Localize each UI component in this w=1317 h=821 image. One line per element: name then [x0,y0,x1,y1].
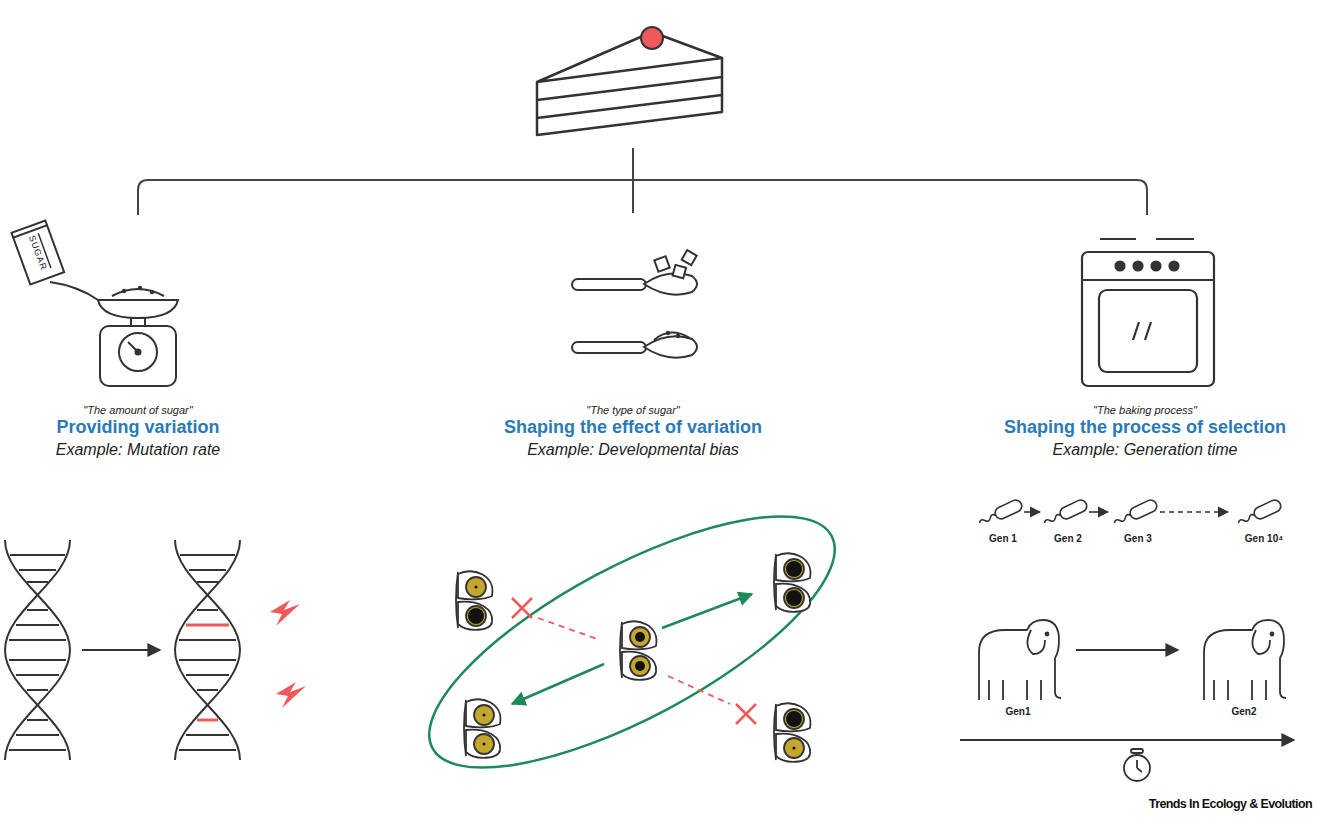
bracket [138,148,1147,215]
example-text: Example: Mutation rate [56,440,221,459]
section-heading: Shaping the effect of variation [504,417,762,438]
generation-arrow [1076,649,1178,651]
bias-ellipse [397,469,867,815]
generation-label: Gen 2 [1054,533,1082,545]
generation-label: Gen2 [1231,706,1256,718]
oven [1082,239,1214,386]
butterfly [620,621,656,680]
butterfly [774,553,810,612]
butterfly [774,703,810,762]
generation-label: Gen1 [1005,706,1030,718]
stopwatch [1124,749,1150,781]
example-text: Example: Developmental bias [527,440,739,459]
analogy-quote: "The type of sugar" [586,404,679,417]
time-axis [960,739,1294,741]
kitchen-scale [50,282,178,386]
section-heading: Shaping the process of selection [1004,417,1286,438]
blocked-marks [512,598,756,724]
butterfly [464,699,500,758]
mutation-bolts [270,600,306,708]
mutation-arrow [82,649,160,651]
spoons [572,250,697,357]
analogy-quote: "The amount of sugar" [83,404,192,417]
generation-arrows [1024,511,1228,513]
example-text: Example: Generation time [1053,440,1238,459]
generation-label: Gen 10⁴ [1245,533,1283,545]
elephant [979,620,1061,700]
bias-arrow [512,664,604,704]
blocked-path [538,618,730,704]
cake-slice [537,27,722,135]
sugar-bag: SUGAR [9,219,66,287]
section-heading: Providing variation [56,417,219,438]
bacteria [977,498,1283,528]
journal-watermark: Trends In Ecology & Evolution [1149,797,1312,812]
mutated-dna-helix [175,540,240,760]
analogy-quote: "The baking process" [1093,404,1197,417]
generation-label: Gen 3 [1124,533,1152,545]
dna-helix [5,540,70,760]
generation-label: Gen 1 [989,533,1017,545]
bias-arrow [662,594,752,628]
butterfly [456,571,492,630]
elephant [1204,620,1286,700]
